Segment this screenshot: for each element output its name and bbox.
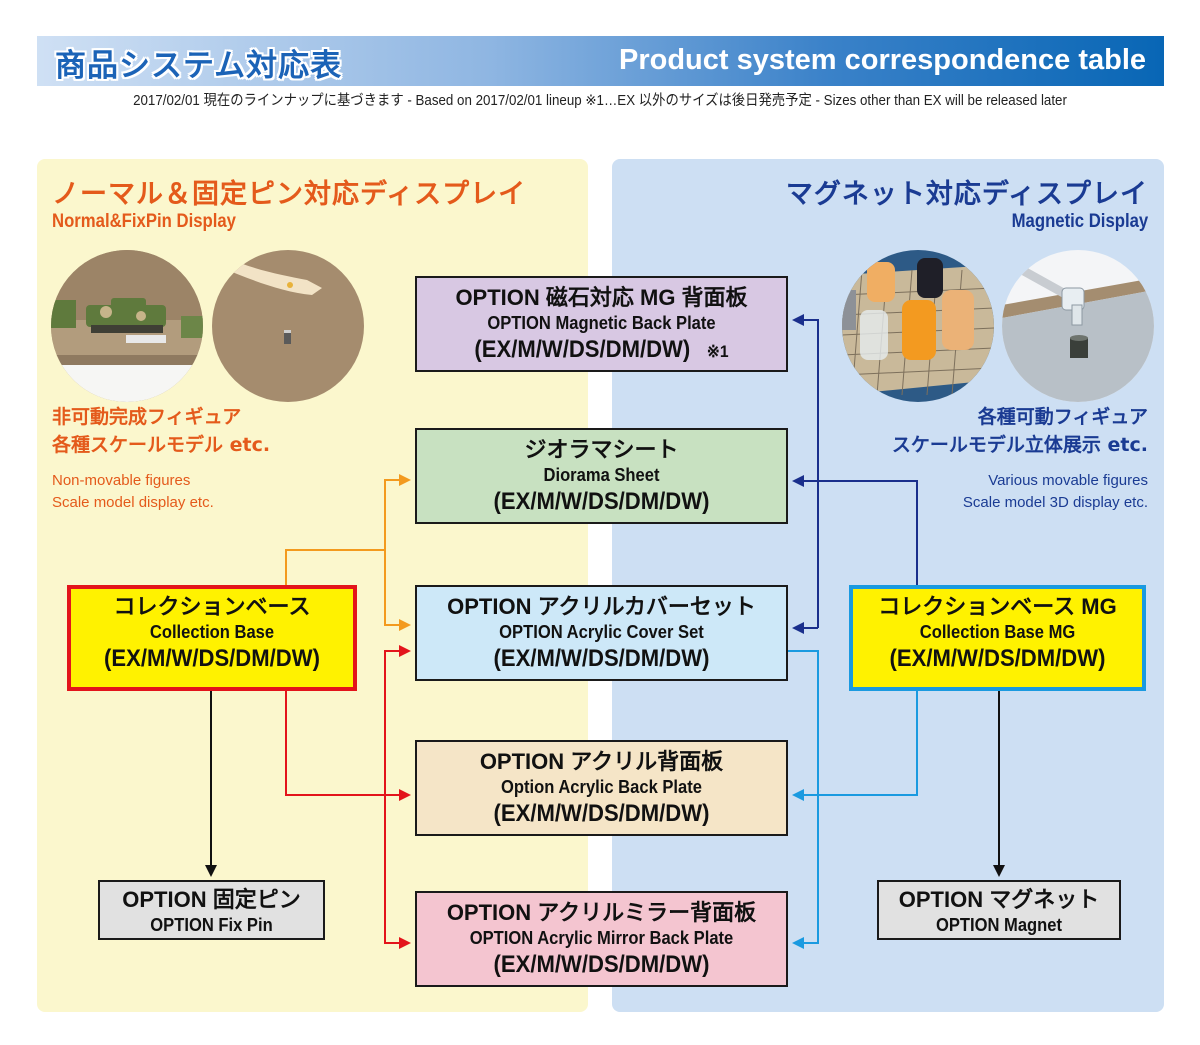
option-sizes: (EX/M/W/DS/DM/DW)	[474, 336, 691, 363]
title-jp: 商品システム対応表	[55, 48, 343, 84]
left-desc-jp-line: 各種スケールモデル etc.	[52, 434, 271, 456]
acrylic-mirror-back-plate-box[interactable]: OPTION アクリルミラー背面板 OPTION Acrylic Mirror …	[415, 891, 788, 987]
right-desc-en-line: Various movable figures	[988, 472, 1148, 489]
right-desc-en: Various movable figures Scale model 3D d…	[963, 470, 1148, 514]
fix-pin-box[interactable]: OPTION 固定ピン OPTION Fix Pin	[98, 880, 325, 940]
option-en: OPTION Acrylic Mirror Back Plate	[469, 928, 734, 948]
option-en: OPTION Acrylic Cover Set	[499, 622, 704, 642]
option-en: OPTION Magnetic Back Plate	[487, 313, 716, 333]
option-sizes: (EX/M/W/DS/DM/DW)	[493, 800, 710, 827]
right-desc-jp: 各種可動フィギュア スケールモデル立体展示 etc.	[892, 403, 1148, 459]
left-panel-title-en: Normal&FixPin Display	[52, 211, 236, 232]
left-desc-en-line: Scale model display etc.	[52, 494, 214, 511]
right-desc-jp-line: スケールモデル立体展示 etc.	[891, 434, 1148, 456]
fix-pin-en: OPTION Fix Pin	[150, 915, 273, 935]
option-jp: ジオラマシート	[524, 437, 679, 462]
acrylic-cover-set-box[interactable]: OPTION アクリルカバーセット OPTION Acrylic Cover S…	[415, 585, 788, 681]
left-desc-jp-line: 非可動完成フィギュア	[52, 406, 242, 428]
option-en: Diorama Sheet	[543, 465, 660, 485]
left-desc-en: Non-movable figures Scale model display …	[52, 470, 214, 514]
fix-pin-jp: OPTION 固定ピン	[122, 887, 301, 912]
option-sizes: (EX/M/W/DS/DM/DW)	[493, 645, 710, 672]
tank-models-photo	[51, 250, 203, 402]
option-jp: OPTION アクリル背面板	[479, 749, 724, 774]
magnetic-back-plate-box[interactable]: OPTION 磁石対応 MG 背面板 OPTION Magnetic Back …	[415, 276, 788, 372]
right-panel-title-jp: マグネット対応ディスプレイ	[785, 179, 1148, 210]
magnet-en: OPTION Magnet	[935, 915, 1063, 935]
diorama-sheet-box[interactable]: ジオラマシート Diorama Sheet (EX/M/W/DS/DM/DW)	[415, 428, 788, 524]
option-en: Option Acrylic Back Plate	[501, 777, 702, 797]
right-desc-jp-line: 各種可動フィギュア	[977, 406, 1148, 428]
collection-base-en: Collection Base	[149, 622, 275, 642]
acrylic-back-plate-box[interactable]: OPTION アクリル背面板 Option Acrylic Back Plate…	[415, 740, 788, 836]
magnet-box[interactable]: OPTION マグネット OPTION Magnet	[877, 880, 1121, 940]
lineup-note: 2017/02/01 現在のラインナップに基づきます - Based on 20…	[133, 93, 1067, 109]
movable-figures-photo	[842, 250, 994, 402]
option-jp: OPTION 磁石対応 MG 背面板	[455, 285, 748, 310]
right-panel-title-en: Magnetic Display	[1011, 211, 1148, 232]
collection-base-mg-sizes: (EX/M/W/DS/DM/DW)	[889, 645, 1106, 672]
collection-base-jp: コレクションベース	[113, 594, 311, 619]
collection-base-mg-box[interactable]: コレクションベース MG Collection Base MG (EX/M/W/…	[849, 585, 1146, 691]
collection-base-mg-en: Collection Base MG	[919, 622, 1076, 642]
option-jp: OPTION アクリルカバーセット	[447, 594, 756, 619]
figure-fix-pin-photo	[212, 250, 364, 402]
title-banner: 商品システム対応表 Product system correspondence …	[37, 36, 1164, 86]
collection-base-box[interactable]: コレクションベース Collection Base (EX/M/W/DS/DM/…	[67, 585, 357, 691]
left-desc-jp: 非可動完成フィギュア 各種スケールモデル etc.	[52, 403, 270, 459]
magnet-joint-photo	[1002, 250, 1154, 402]
collection-base-mg-jp: コレクションベース MG	[878, 594, 1117, 619]
title-en: Product system correspondence table	[619, 44, 1146, 76]
left-panel-title-jp: ノーマル＆固定ピン対応ディスプレイ	[52, 179, 527, 210]
collection-base-sizes: (EX/M/W/DS/DM/DW)	[104, 645, 320, 672]
left-desc-en-line: Non-movable figures	[52, 472, 191, 489]
option-sizes: (EX/M/W/DS/DM/DW)	[493, 488, 710, 515]
option-jp: OPTION アクリルミラー背面板	[446, 900, 757, 925]
footnote-marker: ※1	[706, 342, 729, 361]
option-sizes: (EX/M/W/DS/DM/DW)	[493, 951, 710, 978]
right-desc-en-line: Scale model 3D display etc.	[962, 494, 1148, 511]
magnet-jp: OPTION マグネット	[898, 887, 1100, 912]
